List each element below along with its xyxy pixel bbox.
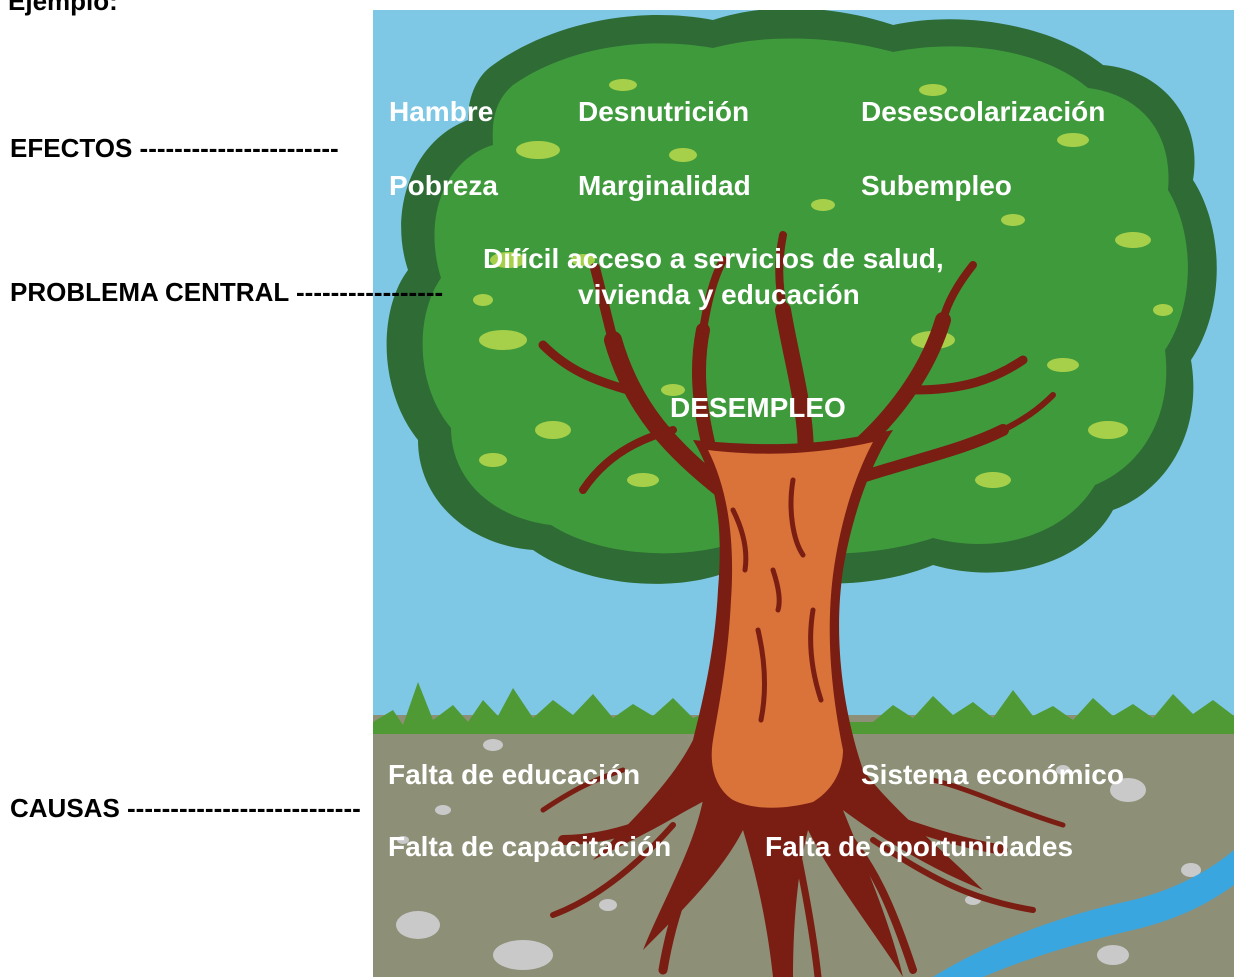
leaf-highlights: [473, 79, 1173, 527]
cause-falta-oportunidades: Falta de oportunidades: [765, 831, 1074, 862]
trunk: [708, 442, 873, 808]
effects-label: EFECTOS -----------------------: [10, 133, 339, 163]
effect-subempleo: Subempleo: [861, 170, 1012, 201]
cause-falta-capacitacion: Falta de capacitación: [388, 831, 672, 862]
tree-image: [373, 10, 1234, 977]
effect-pobreza: Pobreza: [389, 170, 498, 201]
central-problem-text: DESEMPLEO: [670, 392, 846, 423]
effect-desescolarizacion: Desescolarización: [861, 96, 1106, 127]
effect-hambre: Hambre: [389, 96, 494, 127]
tree-illustration: Hambre Desnutrición Desescolarización Po…: [373, 10, 1234, 977]
canopy: [422, 38, 1188, 554]
cause-sistema-economico: Sistema económico: [861, 759, 1124, 790]
central-problem-label: PROBLEMA CENTRAL -----------------: [10, 277, 444, 307]
cause-falta-educacion: Falta de educación: [388, 759, 641, 790]
stones: [396, 739, 1201, 970]
roots: [540, 767, 1066, 977]
causes-label: CAUSAS ---------------------------: [10, 793, 361, 823]
stream: [933, 850, 1234, 977]
grass: [373, 682, 1234, 734]
example-heading: Ejemplo:: [8, 0, 118, 16]
effect-acceso-line-1: Difícil acceso a servicios de salud,: [483, 243, 944, 274]
effect-desnutricion: Desnutrición: [578, 96, 750, 127]
bark-marks: [730, 477, 824, 723]
effect-acceso-line-2: vivienda y educación: [578, 279, 860, 310]
effect-marginalidad: Marginalidad: [578, 170, 751, 201]
